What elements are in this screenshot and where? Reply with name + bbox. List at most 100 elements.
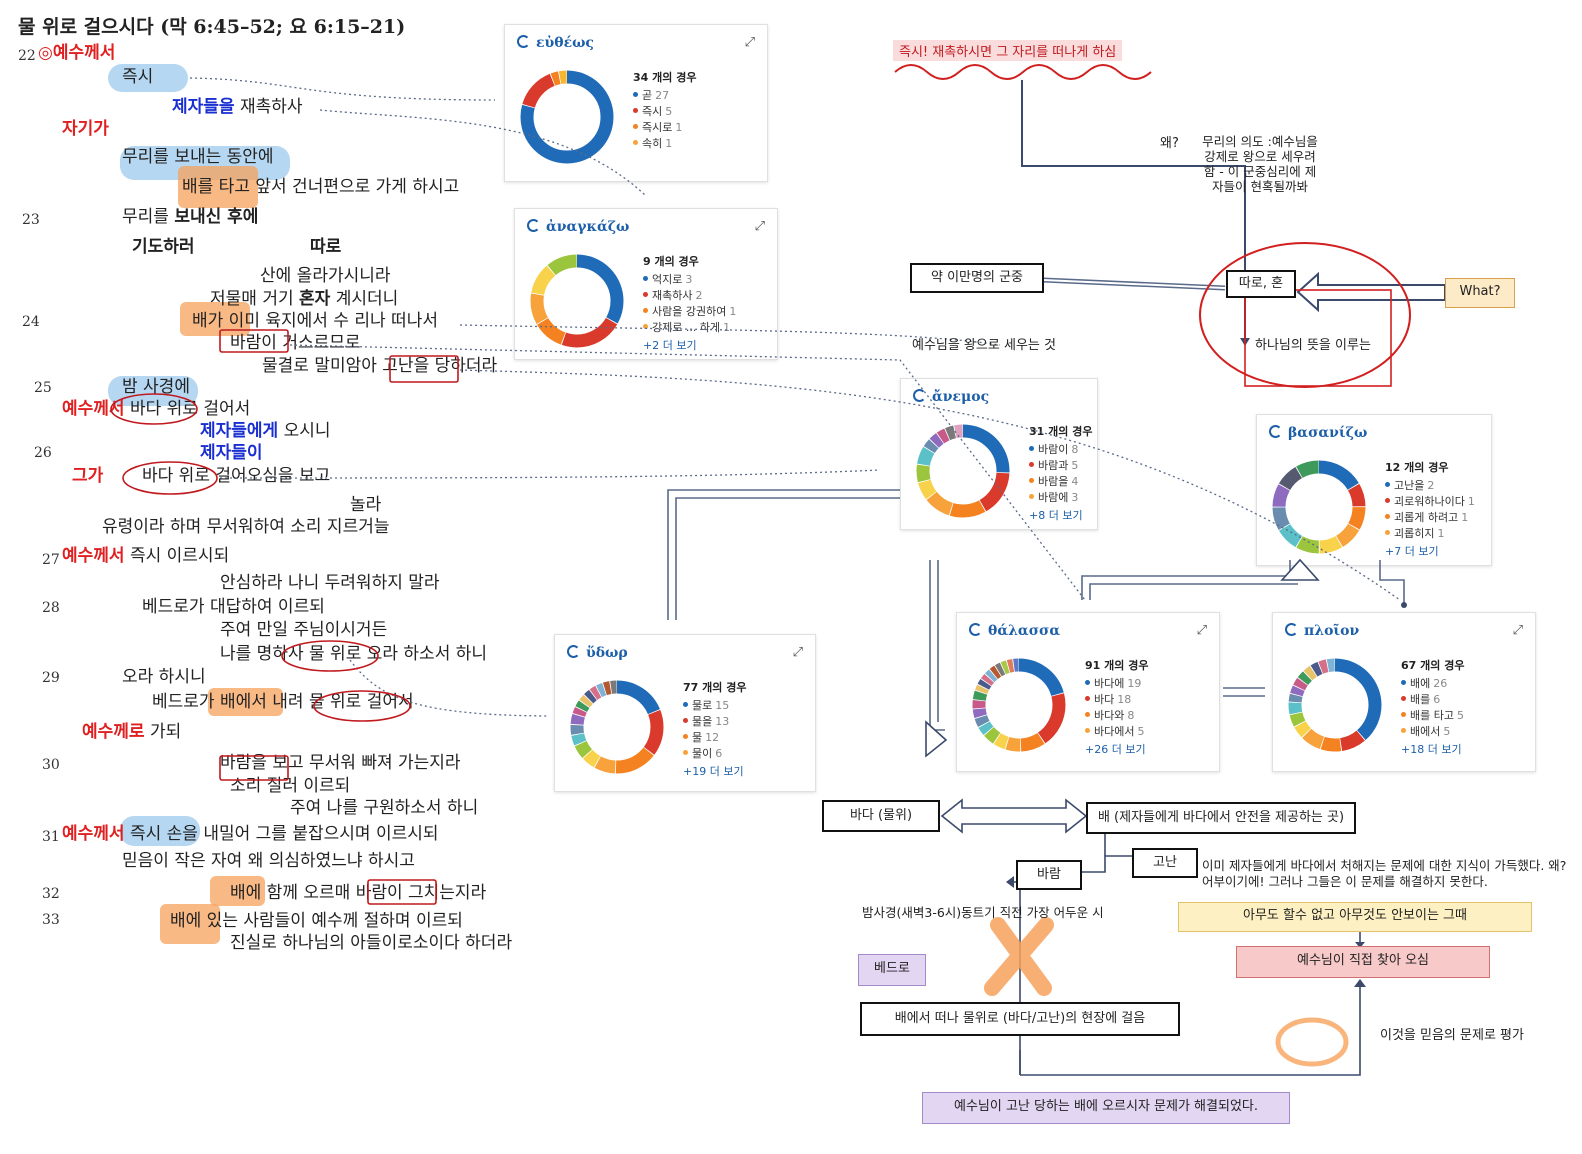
passage-segment: 배를 타고 앞서 건너편으로 가게 하시고 <box>182 177 460 197</box>
passage-line: 주여 나를 구원하소서 하니 <box>290 797 478 819</box>
passage-segment: 주여 만일 주님이시거든 <box>220 620 388 640</box>
bullet-dot <box>1401 728 1406 733</box>
passage-line: 그가 <box>72 465 103 487</box>
bullet-dot <box>683 702 688 707</box>
occurrence-count: 91 개의 경우 <box>1085 659 1149 672</box>
passage-line: 베드로가 대답하여 이르되 <box>142 596 325 618</box>
usage-label: 바다 <box>1094 693 1115 706</box>
usage-label: 바람을 <box>1038 475 1069 488</box>
verse-number: 26 <box>34 445 52 461</box>
usage-count: 1 <box>723 321 731 334</box>
passage-line: 무리를 보내신 후에 <box>122 206 258 228</box>
sea-boat-arrow <box>940 798 1088 834</box>
bullet-dot <box>633 140 638 145</box>
verse-number: 33 <box>42 912 60 928</box>
bullet-dot <box>1085 696 1090 701</box>
show-more-link[interactable]: +2 더 보기 <box>643 339 697 352</box>
donut-segment <box>972 658 1066 752</box>
passage-segment: 베드로가 대답하여 이르되 <box>142 597 325 617</box>
bullet-dot <box>683 750 688 755</box>
usage-count: 1 <box>1461 511 1469 524</box>
passage-line: 바람을 보고 무서워 빠져 가는지라 <box>220 752 461 774</box>
passage-line: 예수께서 바다 위로 걸어서 <box>62 398 250 420</box>
passage-segment: 소리 질러 이르되 <box>230 776 351 796</box>
card-title: πλοῖον <box>1285 623 1359 639</box>
usage-count: 6 <box>715 747 723 760</box>
usage-count: 6 <box>1433 693 1441 706</box>
show-more-link[interactable]: +8 더 보기 <box>1029 509 1083 522</box>
donut-segment <box>972 658 1066 752</box>
passage-segment: 바람이 거스르므로 <box>230 333 361 353</box>
verse-number: 30 <box>42 757 60 773</box>
expand-icon[interactable]: ⤢ <box>744 35 755 50</box>
boat-box: 배 (제자들에게 바다에서 안전을 제공하는 곳) <box>1086 802 1356 834</box>
usage-label: 배를 타고 <box>1410 709 1454 722</box>
donut-segment <box>530 254 624 348</box>
card-title: ἀναγκάζω <box>527 219 629 235</box>
show-more-link[interactable]: +18 더 보기 <box>1401 743 1462 756</box>
make-king-note: 예수님을 왕으로 세우는 것 <box>912 338 1056 353</box>
occurrence-count: 77 개의 경우 <box>683 681 747 694</box>
usage-count: 12 <box>705 731 720 744</box>
passage-line: 예수께로 가되 <box>82 721 181 743</box>
passage-line: 산에 올라가시니라 <box>260 265 391 287</box>
usage-count: 8 <box>1127 709 1135 722</box>
bullet-dot <box>633 124 638 129</box>
donut-segment <box>570 680 664 774</box>
passage-segment: 바람을 보고 무서워 빠져 가는지라 <box>220 753 461 773</box>
show-more-link[interactable]: +19 더 보기 <box>683 765 744 778</box>
highlight-orange <box>210 876 265 906</box>
passage-line: 배를 타고 앞서 건너편으로 가게 하시고 <box>182 176 459 198</box>
passage-segment: 보내신 후에 <box>174 207 259 227</box>
show-more-link[interactable]: +26 더 보기 <box>1085 743 1146 756</box>
card-title-text: θάλασσα <box>988 623 1061 639</box>
donut-chart <box>570 680 664 774</box>
bullet-dot <box>1029 446 1034 451</box>
expand-icon[interactable]: ⤢ <box>1196 623 1207 638</box>
usage-label: 괴로워하나이다 <box>1394 495 1465 508</box>
expand-icon[interactable]: ⤢ <box>754 219 765 234</box>
passage-segment: 기도하러 <box>132 237 195 257</box>
passage-segment: 예수께서 <box>62 824 125 844</box>
bullet-dot <box>1401 712 1406 717</box>
card-title-text: ὕδωρ <box>586 645 628 661</box>
expand-icon[interactable]: ⤢ <box>792 645 803 660</box>
passage-line: 무리를 보내는 동안에 <box>122 146 274 168</box>
expand-icon[interactable]: ⤢ <box>1512 623 1523 638</box>
card-title: ἄνεμος <box>913 389 989 405</box>
passage-line: ◎예수께서 <box>38 42 115 64</box>
donut-chart <box>520 70 614 164</box>
what-box: What? <box>1445 278 1515 308</box>
usage-label: 바다와 <box>1094 709 1125 722</box>
passage-segment: 믿음이 작은 자여 왜 의심하였느냐 하시고 <box>122 851 415 871</box>
passage-segment: 제자들을 <box>172 97 235 117</box>
passage-segment: 진실로 하나님의 아들이로소이다 하더라 <box>230 933 513 953</box>
usage-count: 1 <box>1467 495 1475 508</box>
passage-line: 제자들에게 오시니 <box>200 420 331 442</box>
passage-segment: 놀라 <box>350 495 382 515</box>
passage-segment: ◎예수께서 <box>38 43 116 63</box>
usage-count: 19 <box>1127 677 1142 690</box>
passage-line: 예수께서 즉시 손을 내밀어 그를 붙잡으시며 이르시되 <box>62 823 439 845</box>
orange-circle <box>1275 1017 1349 1067</box>
usage-count: 2 <box>1427 479 1435 492</box>
show-more-link[interactable]: +7 더 보기 <box>1385 545 1439 558</box>
passage-line: 제자들을 재촉하사 <box>172 96 303 118</box>
usage-label: 물이 <box>692 747 713 760</box>
card-title-text: ἀναγκάζω <box>546 219 630 235</box>
